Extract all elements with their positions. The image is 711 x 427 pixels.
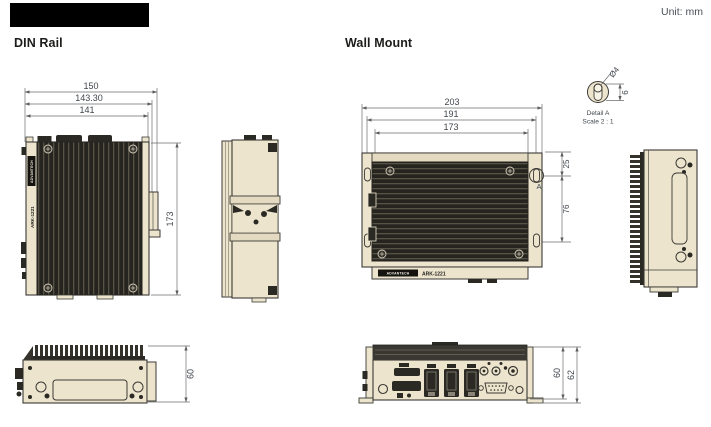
screw-bottom-left	[43, 283, 53, 293]
dim-din-height: 173	[165, 211, 175, 226]
section-title-wall-mount: Wall Mount	[345, 36, 413, 50]
din-bottom-dimensions	[148, 345, 190, 403]
dim-wall-width-mid: 191	[443, 109, 458, 119]
screw-top-right	[505, 166, 515, 176]
detail-a-callout-circle	[529, 168, 544, 183]
dim-din-depth: 60	[186, 369, 196, 379]
din-bottom-cutout	[52, 379, 128, 401]
dim-wall-width-body: 173	[443, 122, 458, 132]
antenna-hole-left	[377, 383, 389, 395]
screw-bottom-left	[377, 249, 387, 259]
detail-a-marker: A	[536, 182, 541, 191]
dim-detail-length: 6	[621, 90, 630, 95]
din-front-heatsink	[36, 141, 143, 296]
detail-a-title: Detail A	[587, 110, 610, 117]
din-front-chassis: ADVANTECH ARK-1221	[21, 135, 161, 300]
detail-a-scale: Scale 2 : 1	[582, 119, 613, 126]
screw-top-left	[385, 166, 395, 176]
side-logo-text: ADVANTECH	[30, 160, 34, 183]
wall-bottom-plate	[372, 344, 528, 361]
side-logo-plate	[27, 156, 36, 186]
dim-wall-slot-spacing: 76	[562, 204, 571, 213]
detail-a-view: Ø4 6 Detail A Scale 2 : 1	[582, 65, 630, 126]
din-side-view	[221, 135, 281, 303]
screw-top-left	[43, 144, 53, 154]
dim-wall-width-overall: 203	[444, 97, 459, 107]
wall-side-fins	[630, 153, 642, 284]
din-front-view: 150 143.30 141 173 ADVANTECH ARK-1	[21, 81, 181, 300]
screw-bottom-right	[128, 283, 138, 293]
dim-din-width-overall: 150	[83, 81, 98, 91]
usb-lan-ports	[424, 369, 479, 397]
wall-front-heatsink	[371, 161, 529, 262]
wall-side-body	[643, 149, 698, 288]
section-title-din-rail: DIN Rail	[14, 36, 63, 50]
wall-bottom-dimensions	[530, 346, 581, 404]
dim-detail-diameter: Ø4	[607, 65, 621, 79]
logo-plate	[378, 269, 418, 277]
wall-side-cutout	[671, 172, 688, 245]
wall-front-chassis: A ADVANTECH ARK-1221	[361, 152, 544, 283]
serial-db9-port	[478, 382, 514, 394]
displayport-port	[392, 381, 421, 391]
din-side-clip-band	[229, 195, 281, 242]
io-connectors	[377, 362, 524, 398]
dim-wall-depth-body: 60	[552, 368, 562, 378]
logo-text: ADVANTECH	[387, 272, 410, 276]
din-clip	[148, 191, 161, 238]
wall-side-view	[630, 149, 698, 297]
wall-front-dimensions	[361, 104, 571, 243]
dim-wall-offset-top: 25	[562, 159, 571, 168]
side-model-text: ARK-1221	[30, 206, 35, 228]
name-plate: ADVANTECH ARK-1221	[371, 266, 529, 280]
wall-front-view: 203 191 173 25 76 A	[361, 97, 571, 283]
antenna-hole-right	[515, 385, 524, 395]
hdmi-port	[394, 368, 420, 376]
detail-a-dimensions	[600, 72, 624, 101]
din-front-left-connectors	[21, 147, 26, 279]
din-bottom-fins	[33, 345, 145, 358]
screw-bottom-right	[514, 249, 524, 259]
dim-din-width-mid: 143.30	[75, 93, 103, 103]
din-bottom-left-connectors	[15, 368, 23, 397]
model-text: ARK-1221	[422, 272, 446, 278]
din-front-dimensions	[24, 88, 181, 296]
unit-label: Unit: mm	[661, 6, 703, 18]
wall-bottom-view: 60 62	[358, 342, 581, 404]
screw-top-right	[128, 144, 138, 154]
dim-din-width-body: 141	[79, 105, 94, 115]
dim-wall-depth-overall: 62	[566, 370, 576, 380]
din-bottom-view: 60	[15, 345, 196, 404]
redacted-logo-bar	[10, 3, 149, 27]
bracket-foot-left	[358, 397, 374, 404]
